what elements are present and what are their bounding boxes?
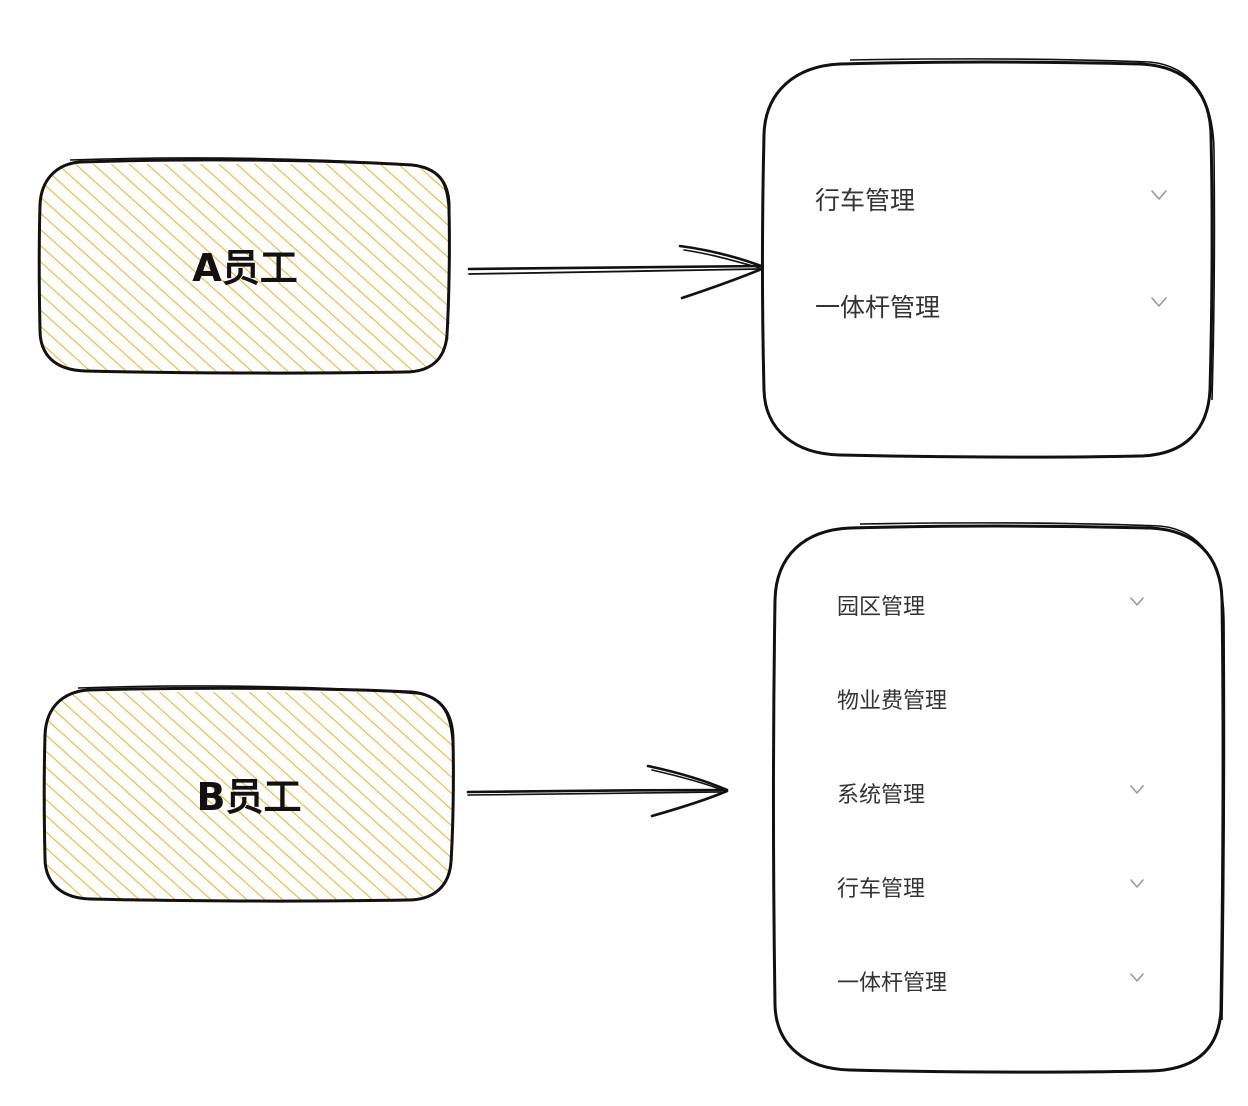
menu-b-item-3[interactable]: 行车管理	[837, 877, 1144, 902]
menu-b-item-1[interactable]: 物业费管理	[837, 689, 947, 714]
employee-a-label: A员工	[192, 246, 297, 290]
employee-b-node: B员工	[42, 685, 455, 903]
menu-item-label: 一体杆管理	[837, 971, 947, 996]
menu-item-label: 系统管理	[837, 783, 925, 808]
menu-a-item-0[interactable]: 行车管理	[815, 186, 1167, 215]
menu-b-item-0[interactable]: 园区管理	[837, 595, 1144, 620]
menu-b-item-2[interactable]: 系统管理	[837, 783, 1144, 808]
menu-b-panel: 园区管理 物业费管理 系统管理 行车管理 一体杆管理	[772, 522, 1226, 1074]
menu-b-outline-sketch	[859, 522, 1226, 1021]
employee-b-hatch-fill	[45, 692, 453, 900]
menu-b-item-4[interactable]: 一体杆管理	[837, 971, 1144, 996]
chevron-down-icon[interactable]	[1130, 879, 1144, 888]
menu-a-item-1[interactable]: 一体杆管理	[815, 293, 1167, 322]
chevron-down-icon[interactable]	[1151, 190, 1167, 200]
chevron-down-icon[interactable]	[1130, 597, 1144, 606]
menu-item-label: 园区管理	[837, 595, 925, 620]
employee-b-label: B员工	[197, 775, 302, 819]
chevron-down-icon[interactable]	[1151, 297, 1167, 307]
chevron-down-icon[interactable]	[1130, 785, 1144, 794]
menu-b-outline	[772, 524, 1225, 1074]
employee-a-outline-sketch	[69, 157, 450, 231]
menu-item-label: 一体杆管理	[815, 293, 940, 322]
arrow-b	[466, 764, 729, 818]
employee-a-hatch-fill	[40, 164, 450, 372]
menu-item-label: 行车管理	[815, 186, 915, 215]
employee-a-node: A员工	[37, 157, 451, 375]
chevron-down-icon[interactable]	[1130, 973, 1144, 982]
menu-a-outline-sketch	[849, 58, 1216, 401]
employee-b-outline-sketch	[77, 685, 454, 761]
menu-item-label: 行车管理	[837, 877, 925, 902]
arrow-a	[467, 244, 766, 300]
menu-a-panel: 行车管理 一体杆管理	[761, 58, 1216, 459]
menu-item-label: 物业费管理	[837, 689, 947, 714]
menu-a-outline	[761, 60, 1214, 459]
